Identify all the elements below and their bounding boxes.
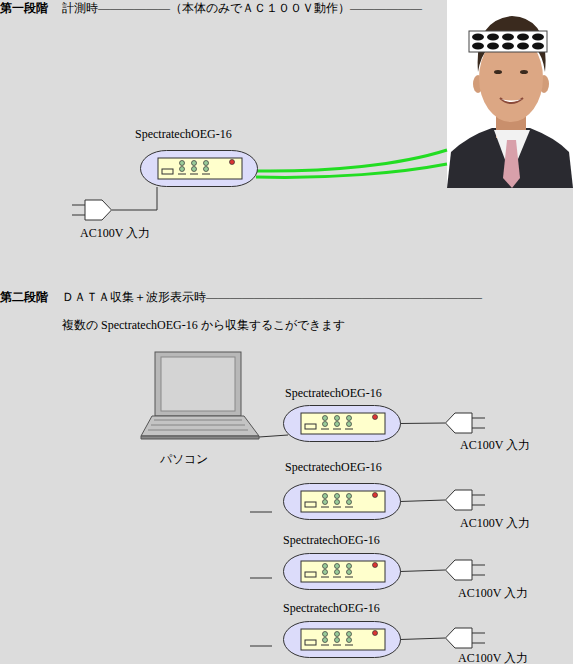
power-plug: AC100V 入力 [445,559,545,600]
plug-body [72,199,112,221]
note-text: 計測時――――――（本体のみでＡＣ１００Ｖ動作）―――――― [62,1,422,15]
device-unit: SpectratechOEG-16 [283,387,405,442]
power-cord [400,570,445,572]
device-name: SpectratechOEG-16 [283,602,380,615]
power-label: AC100V 入力 [460,439,530,452]
device-body [283,553,401,590]
power-plug: AC100V 入力 [445,627,545,664]
power-label: AC100V 入力 [458,587,528,600]
power-label: AC100V 入力 [80,227,150,240]
note-text: 複数の SpectratechOEG-16 から収集するこができます [62,318,345,332]
data-cable [259,435,288,437]
power-label: AC100V 入力 [458,652,528,664]
stage-heading: 第一段階 [0,1,48,15]
power-cord [400,423,445,425]
device-unit: SpectratechOEG-16 [283,461,405,520]
power-plug: AC100V 入力 [72,199,172,240]
power-plug: AC100V 入力 [445,489,545,530]
power-label: AC100V 入力 [460,517,530,530]
device-body [283,483,401,520]
plug-body [445,559,485,581]
device-unit: SpectratechOEG-16 [283,534,405,590]
bus-stub [250,512,272,646]
computer-label: パソコン [160,453,208,466]
device-unit: SpectratechOEG-16 [283,602,405,658]
laptop-computer: パソコン [140,350,262,467]
device-body [283,405,401,442]
device-unit: SpectratechOEG-16 [135,128,257,187]
stage-heading: 第二段階 [0,290,48,304]
laptop-body [140,350,260,440]
electrode-band [469,31,547,52]
device-body [140,150,258,187]
device-name: SpectratechOEG-16 [283,534,380,547]
power-cord [400,638,445,640]
plug-body [445,412,485,434]
sensor-cable [256,150,447,177]
person-photo [447,0,573,188]
device-body [283,621,401,658]
power-cord [112,187,157,210]
device-name: SpectratechOEG-16 [135,128,232,141]
device-name: SpectratechOEG-16 [285,387,382,400]
power-cord [400,500,445,502]
plug-body [445,627,485,649]
device-name: SpectratechOEG-16 [285,461,382,474]
power-plug: AC100V 入力 [445,412,545,452]
note-text: ＤＡＴＡ収集＋波形表示時――――――――――――――――――――――― [62,290,482,304]
plug-body [445,489,485,511]
